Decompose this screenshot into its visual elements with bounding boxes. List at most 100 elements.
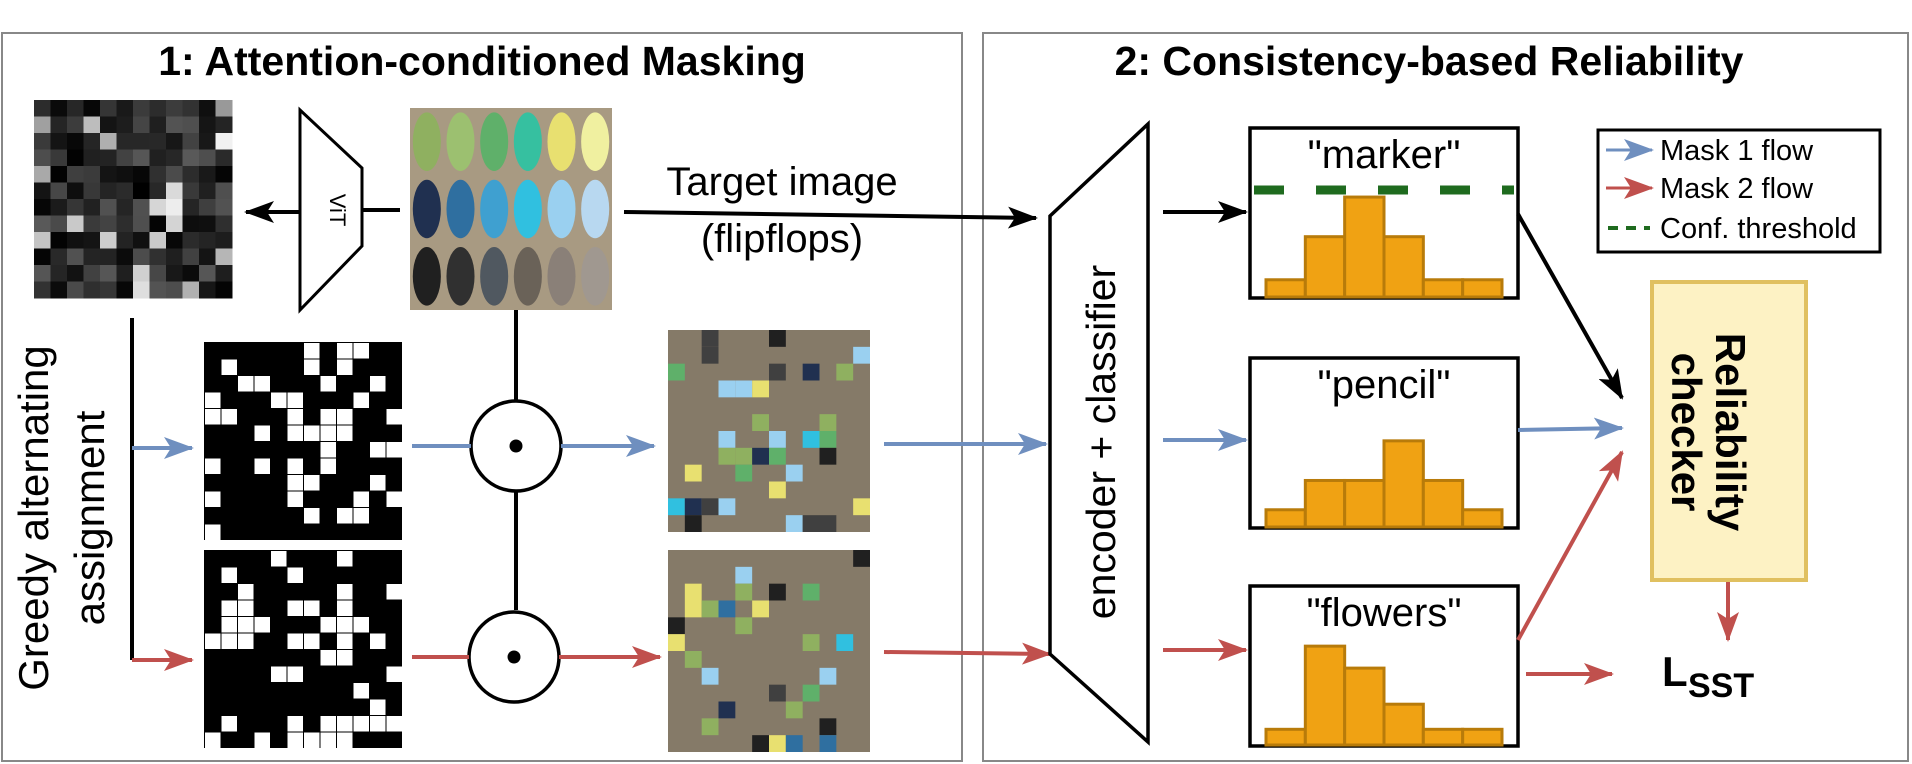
mask-cell — [370, 475, 386, 491]
attention-cell — [100, 116, 117, 134]
mask-cell — [304, 425, 320, 441]
attention-cell — [100, 248, 117, 266]
attention-cell — [116, 149, 134, 167]
flipflop-shape — [547, 247, 576, 306]
attention-cell — [199, 166, 216, 183]
histogram-bar — [1343, 478, 1386, 529]
mask-cell — [337, 508, 353, 524]
attention-cell — [116, 133, 134, 150]
attention-cell — [133, 100, 150, 117]
legend-threshold-label: Conf. threshold — [1660, 213, 1857, 245]
attention-cell — [116, 232, 134, 249]
masked-patch — [735, 464, 753, 482]
attention-cell — [67, 182, 84, 200]
masked-patch — [701, 498, 719, 516]
masked-patch — [752, 600, 769, 618]
histogram-bar — [1382, 702, 1425, 747]
attention-cell — [67, 116, 84, 134]
target-to-encoder-arrow — [623, 206, 1038, 229]
attention-cell — [182, 166, 200, 183]
masked-patch — [735, 380, 753, 398]
masked-patch — [684, 583, 702, 601]
mask-cell — [221, 567, 237, 583]
attention-cell — [100, 232, 117, 249]
mask-cell — [205, 392, 221, 408]
masked-patch — [752, 414, 769, 431]
attention-cell — [34, 116, 51, 134]
attention-cell — [133, 133, 150, 150]
mask-cell — [287, 666, 303, 682]
histogram-bar — [1382, 439, 1425, 529]
hist2-to-checker-arrow — [1517, 417, 1624, 440]
masked-patch — [684, 464, 702, 482]
attention-cell — [100, 133, 117, 150]
reliability-checker-box — [1650, 280, 1808, 582]
mask-cell — [337, 650, 353, 666]
greedy-label-line2: assignment — [66, 410, 113, 625]
masked-patch — [668, 617, 685, 635]
attention-cell — [166, 100, 183, 117]
masked-patch — [718, 701, 736, 719]
attention-cell — [199, 133, 216, 150]
attention-cell — [67, 248, 84, 266]
attention-cell — [133, 215, 150, 233]
histogram-marker: "marker" — [1248, 126, 1520, 300]
panel1-title: 1: Attention-conditioned Masking — [158, 38, 806, 84]
attention-cell — [166, 166, 183, 183]
mask-cell — [320, 732, 336, 748]
mask-cell — [304, 359, 320, 375]
mask-cell — [221, 409, 237, 425]
masked-patch — [701, 600, 719, 618]
mask-cell — [254, 617, 270, 633]
attention-cell — [133, 248, 150, 266]
attention-cell — [215, 166, 233, 183]
attention-cell — [67, 100, 84, 117]
attention-cell — [116, 248, 134, 266]
attention-cell — [83, 215, 101, 233]
masked-patch — [701, 346, 719, 364]
masked-patch — [752, 735, 769, 752]
flipflop-shape — [547, 112, 576, 171]
mask-cell — [353, 617, 369, 633]
masked-patch — [701, 330, 719, 347]
masked-patch — [819, 447, 837, 465]
masked-patch — [718, 380, 736, 398]
mask-cell — [386, 491, 402, 507]
mask-cell — [370, 376, 386, 392]
attention-cell — [116, 199, 134, 216]
masked-patch — [836, 363, 854, 381]
attention-cell — [182, 199, 200, 216]
attention-cell — [215, 248, 233, 266]
masked-patch — [735, 566, 753, 584]
histogram-bar — [1461, 727, 1504, 747]
attention-cell — [50, 248, 68, 266]
mask-cell — [205, 491, 221, 507]
mask-cell — [221, 600, 237, 616]
mask-cell — [386, 666, 402, 682]
attention-cell — [166, 116, 183, 134]
attention-cell — [83, 149, 101, 167]
mask-cell — [353, 343, 369, 359]
attention-cell — [34, 182, 51, 200]
vit-label: ViT — [325, 194, 350, 227]
attention-cell — [67, 133, 84, 150]
attention-cell — [83, 232, 101, 249]
attention-cell — [133, 232, 150, 249]
masked-image-1 — [668, 330, 870, 532]
mask-cell — [337, 633, 353, 649]
mask-cell — [287, 409, 303, 425]
attention-cell — [133, 182, 150, 200]
panel2-border — [982, 32, 1909, 762]
attention-cell — [199, 199, 216, 216]
mask-cell — [320, 376, 336, 392]
masked-patch — [684, 600, 702, 618]
attention-cell — [182, 281, 200, 299]
attention-cell — [215, 265, 233, 282]
encoder-label: encoder + classifier — [1078, 265, 1124, 619]
attention-cell — [83, 199, 101, 216]
attention-cell — [149, 265, 167, 282]
attention-cell — [50, 215, 68, 233]
attention-cell — [116, 100, 134, 117]
mask-cell — [337, 732, 353, 748]
loss-subscript: SST — [1688, 667, 1754, 705]
